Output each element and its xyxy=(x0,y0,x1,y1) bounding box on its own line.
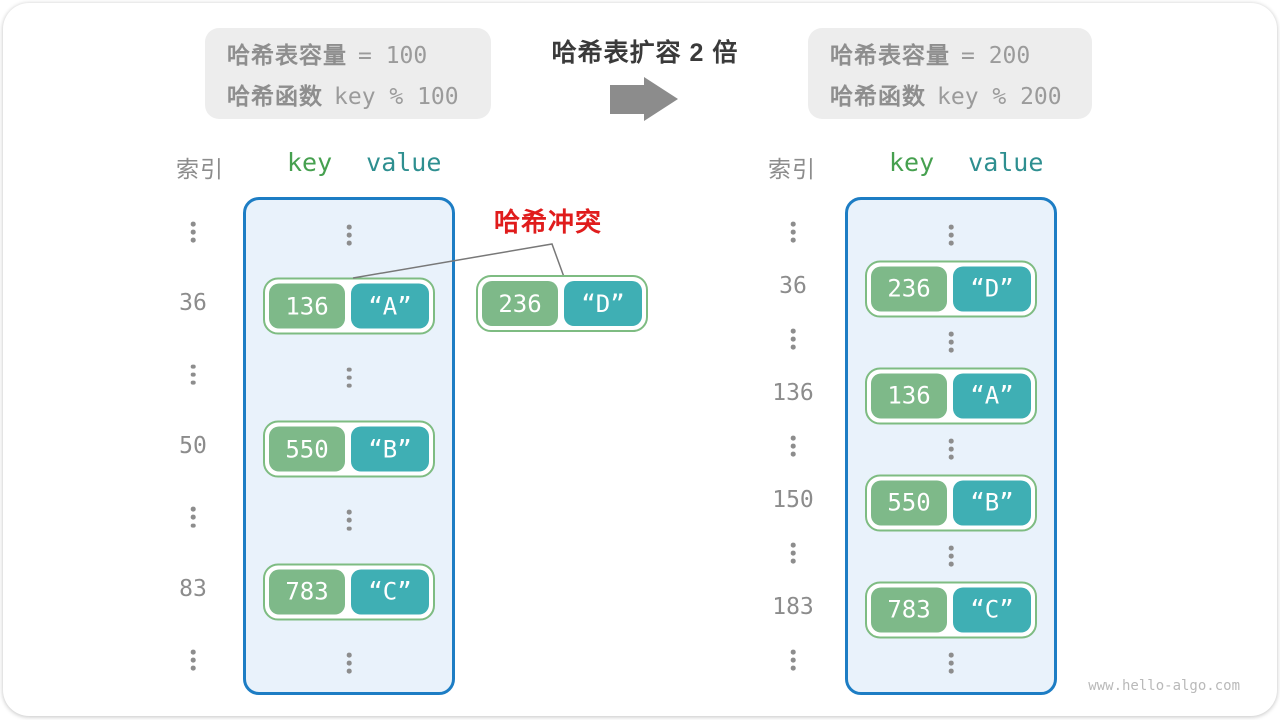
ellipsis-dots xyxy=(346,224,352,246)
pair-value-cell: “C” xyxy=(351,569,429,615)
pair-key-cell: 550 xyxy=(269,426,345,472)
pair-row: 550“B” xyxy=(263,420,435,478)
pair-value-cell: “B” xyxy=(351,426,429,472)
left-bucket-array: 136“A” 550“B” 783“C” xyxy=(243,197,455,695)
collision-pair: 236 “D” xyxy=(476,275,648,332)
key-header: key xyxy=(287,148,333,177)
old-hash-table-info-box: 哈希表容量 = 100 哈希函数 key % 100 xyxy=(205,28,491,119)
ellipsis-dots xyxy=(948,331,954,353)
value-header: value xyxy=(366,148,442,177)
ellipsis-dots xyxy=(190,649,196,671)
ellipsis-dots xyxy=(948,224,954,246)
pair-key-cell: 136 xyxy=(269,283,345,329)
index-label: 36 xyxy=(779,272,807,299)
diagram-card-frame xyxy=(3,3,1277,716)
pair-key-cell: 236 xyxy=(482,281,558,326)
pair-value-cell: “D” xyxy=(953,266,1031,311)
right-index-column: 36 136 150 183 xyxy=(758,197,828,695)
arrow-body xyxy=(610,85,644,114)
collision-label: 哈希冲突 xyxy=(493,207,602,237)
ellipsis-dots xyxy=(346,367,352,389)
capacity-label: 哈希表容量 xyxy=(227,42,347,68)
ellipsis-dots xyxy=(790,221,796,243)
right-arrow-icon xyxy=(610,77,678,122)
pair-key-cell: 136 xyxy=(871,373,947,418)
index-label: 50 xyxy=(179,433,207,459)
pair-row: 783“C” xyxy=(865,581,1037,638)
ellipsis-dots xyxy=(190,221,196,243)
ellipsis-dots xyxy=(948,438,954,460)
hash-function-line: 哈希函数 key % 200 xyxy=(830,77,1092,111)
ellipsis-dots xyxy=(346,652,352,674)
right-kv-header: key value xyxy=(889,148,1043,177)
ellipsis-dots xyxy=(346,509,352,531)
ellipsis-dots xyxy=(190,364,196,386)
ellipsis-dots xyxy=(948,545,954,567)
pair-value-cell: “D” xyxy=(564,281,642,326)
hash-function-value: key % 100 xyxy=(334,84,459,110)
ellipsis-dots xyxy=(790,328,796,350)
ellipsis-dots xyxy=(790,542,796,564)
pair-value-cell: “A” xyxy=(351,283,429,329)
pair-key-cell: 783 xyxy=(269,569,345,615)
ellipsis-dots xyxy=(190,506,196,528)
index-label: 183 xyxy=(772,593,814,620)
right-bucket-array: 236“D” 136“A” 550“B” 783“C” xyxy=(845,197,1057,695)
pair-value-cell: “A” xyxy=(953,373,1031,418)
new-hash-table-info-box: 哈希表容量 = 200 哈希函数 key % 200 xyxy=(808,28,1092,119)
capacity-line: 哈希表容量 = 200 xyxy=(830,36,1092,70)
pair-key-cell: 550 xyxy=(871,480,947,525)
index-label: 136 xyxy=(772,379,814,406)
hash-function-label: 哈希函数 xyxy=(227,83,323,109)
right-index-header: 索引 xyxy=(768,156,816,182)
capacity-label: 哈希表容量 xyxy=(830,42,950,68)
key-header: key xyxy=(889,148,935,177)
ellipsis-dots xyxy=(790,649,796,671)
pair-row: 136“A” xyxy=(263,277,435,335)
index-label: 36 xyxy=(179,290,207,317)
index-label: 150 xyxy=(772,486,814,513)
hash-function-line: 哈希函数 key % 100 xyxy=(227,77,491,111)
left-kv-header: key value xyxy=(287,148,441,177)
pair-value-cell: “B” xyxy=(953,480,1031,525)
pair-row: 783“C” xyxy=(263,563,435,621)
index-label: 83 xyxy=(179,575,207,602)
pair-key-cell: 236 xyxy=(871,266,947,311)
left-index-column: 36 50 83 xyxy=(158,197,228,695)
pair-value-cell: “C” xyxy=(953,587,1031,632)
left-index-header: 索引 xyxy=(176,156,224,182)
ellipsis-dots xyxy=(948,652,954,674)
ellipsis-dots xyxy=(790,435,796,457)
capacity-value: = 200 xyxy=(961,43,1031,69)
capacity-line: 哈希表容量 = 100 xyxy=(227,36,491,70)
value-header: value xyxy=(968,148,1044,177)
pair-key-cell: 783 xyxy=(871,587,947,632)
pair-row: 136“A” xyxy=(865,367,1037,424)
arrow-head xyxy=(644,77,678,121)
pair-row: 236“D” xyxy=(865,260,1037,317)
capacity-value: = 100 xyxy=(358,43,428,69)
pair-row: 550“B” xyxy=(865,474,1037,531)
hash-function-value: key % 200 xyxy=(937,84,1062,110)
watermark: www.hello-algo.com xyxy=(1088,678,1240,694)
hash-function-label: 哈希函数 xyxy=(830,83,926,109)
expand-title: 哈希表扩容 2 倍 xyxy=(551,39,739,67)
